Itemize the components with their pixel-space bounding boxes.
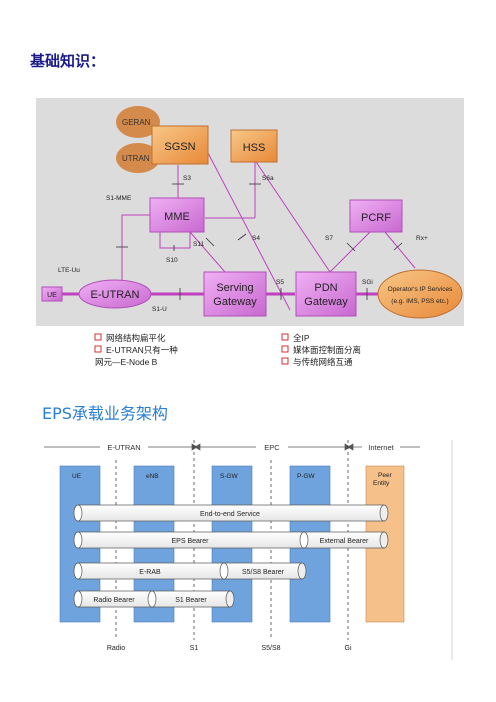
eutran-label: E-UTRAN (91, 289, 140, 301)
pcrf-label: PCRF (361, 212, 391, 224)
s4-label: S4 (252, 235, 260, 242)
interface-labels: S3 S6a S1-MME S11 S4 S10 S7 Rx+ LTE-Uu S… (58, 175, 428, 313)
domain-arrows (44, 443, 420, 451)
section-heading: EPS承载业务架构 (42, 404, 168, 423)
hss-node: HSS (230, 129, 278, 163)
bar-radio-label: Radio Bearer (93, 597, 135, 604)
lteuu-label: LTE-Uu (58, 267, 80, 274)
col-sgw-label: S-GW (220, 473, 239, 480)
s1u-label: S1-U (152, 306, 167, 313)
operator-ip-services-node: Operator's IP Services (e.g. IMS, PSS et… (377, 269, 463, 319)
feature-notes: 网络结构扁平化 E-UTRAN只有一种 网元—E-Node B 全IP 媒体面控… (94, 333, 361, 367)
mme-label: MME (164, 211, 190, 223)
s10-label: S10 (166, 257, 178, 264)
bar-ext-label: External Bearer (320, 538, 369, 545)
col-peer-label-1: Peer (378, 472, 393, 479)
ref-radio: Radio (107, 645, 125, 652)
serving-gateway-node: Serving Gateway (203, 271, 267, 317)
note-left-3: 网元—E-Node B (95, 357, 158, 367)
column-labels: UE eNB S-GW P-GW Peer Entity (72, 472, 393, 487)
pdn-gateway-node: PDN Gateway (295, 271, 357, 317)
col-enb-label: eNB (146, 473, 159, 480)
s7-label: S7 (325, 235, 333, 242)
sgsn-label: SGSN (164, 141, 195, 153)
hss-label: HSS (243, 142, 266, 154)
s11-label: S11 (193, 241, 204, 248)
sgsn-node: SGSN (151, 125, 209, 165)
bearer-external: External Bearer (299, 531, 389, 549)
reference-labels: Radio S1 S5/S8 Gi (107, 645, 352, 652)
col-pgw-label: P-GW (297, 473, 316, 480)
s1mme-label: S1-MME (106, 195, 132, 202)
ref-gi: Gi (345, 645, 352, 652)
ref-s1: S1 (190, 645, 199, 652)
ref-s5s8: S5/S8 (261, 645, 280, 652)
bearer-eps: EPS Bearer (73, 531, 305, 549)
note-left-1: 网络结构扁平化 (106, 333, 166, 343)
domain-epc: EPC (264, 443, 280, 452)
domain-eutran: E-UTRAN (107, 443, 140, 452)
col-peer-label-2: Entity (373, 480, 390, 487)
note-left-2: E-UTRAN只有一种 (106, 345, 178, 355)
pdn-label-2: Gateway (304, 296, 348, 308)
ops-label-1: Operator's IP Services (388, 286, 453, 293)
ue-label: UE (47, 292, 57, 299)
sgw-label-1: Serving (216, 282, 253, 294)
col-ue-label: UE (72, 473, 82, 480)
bar-erab-label: E-RAB (139, 569, 161, 576)
bearer-s5s8: S5/S8 Bearer (219, 562, 307, 580)
mme-node: MME (149, 197, 205, 233)
bar-e2e-label: End-to-end Service (200, 511, 260, 518)
bar-s1-label: S1 Bearer (175, 597, 207, 604)
bearer-s1: S1 Bearer (147, 590, 235, 608)
utran-cloud: UTRAN (116, 143, 160, 173)
note-right-1: 全IP (293, 333, 310, 343)
reference-lines (115, 440, 349, 640)
note-right-3: 与传统网络互通 (293, 357, 353, 367)
note-right-2: 媒体面控制面分离 (293, 345, 361, 355)
utran-label: UTRAN (122, 154, 150, 163)
bearer-end-to-end: End-to-end Service (73, 504, 389, 522)
s5-label: S5 (276, 279, 284, 286)
domain-internet: Internet (368, 443, 394, 452)
page-heading: 基础知识： (30, 52, 106, 70)
s3-label: S3 (183, 175, 191, 182)
bearer-erab: E-RAB (73, 562, 225, 580)
bar-s5s8-label: S5/S8 Bearer (242, 569, 285, 576)
s6a-label: S6a (262, 175, 274, 182)
domain-labels: E-UTRAN EPC Internet (107, 443, 394, 452)
pcrf-node: PCRF (349, 199, 403, 233)
sgi-label: SGi (362, 279, 373, 286)
geran-cloud: GERAN (116, 106, 160, 138)
bar-eps-label: EPS Bearer (172, 538, 210, 545)
ops-label-2: (e.g. IMS, PSS etc.) (391, 298, 448, 305)
rx-label: Rx+ (416, 235, 428, 242)
pdn-label-1: PDN (314, 282, 337, 294)
sgw-label-2: Gateway (213, 296, 257, 308)
eutran-node: E-UTRAN (78, 279, 152, 309)
geran-label: GERAN (122, 118, 151, 127)
bearer-radio: Radio Bearer (73, 590, 153, 608)
ue-node: UE (41, 286, 63, 302)
